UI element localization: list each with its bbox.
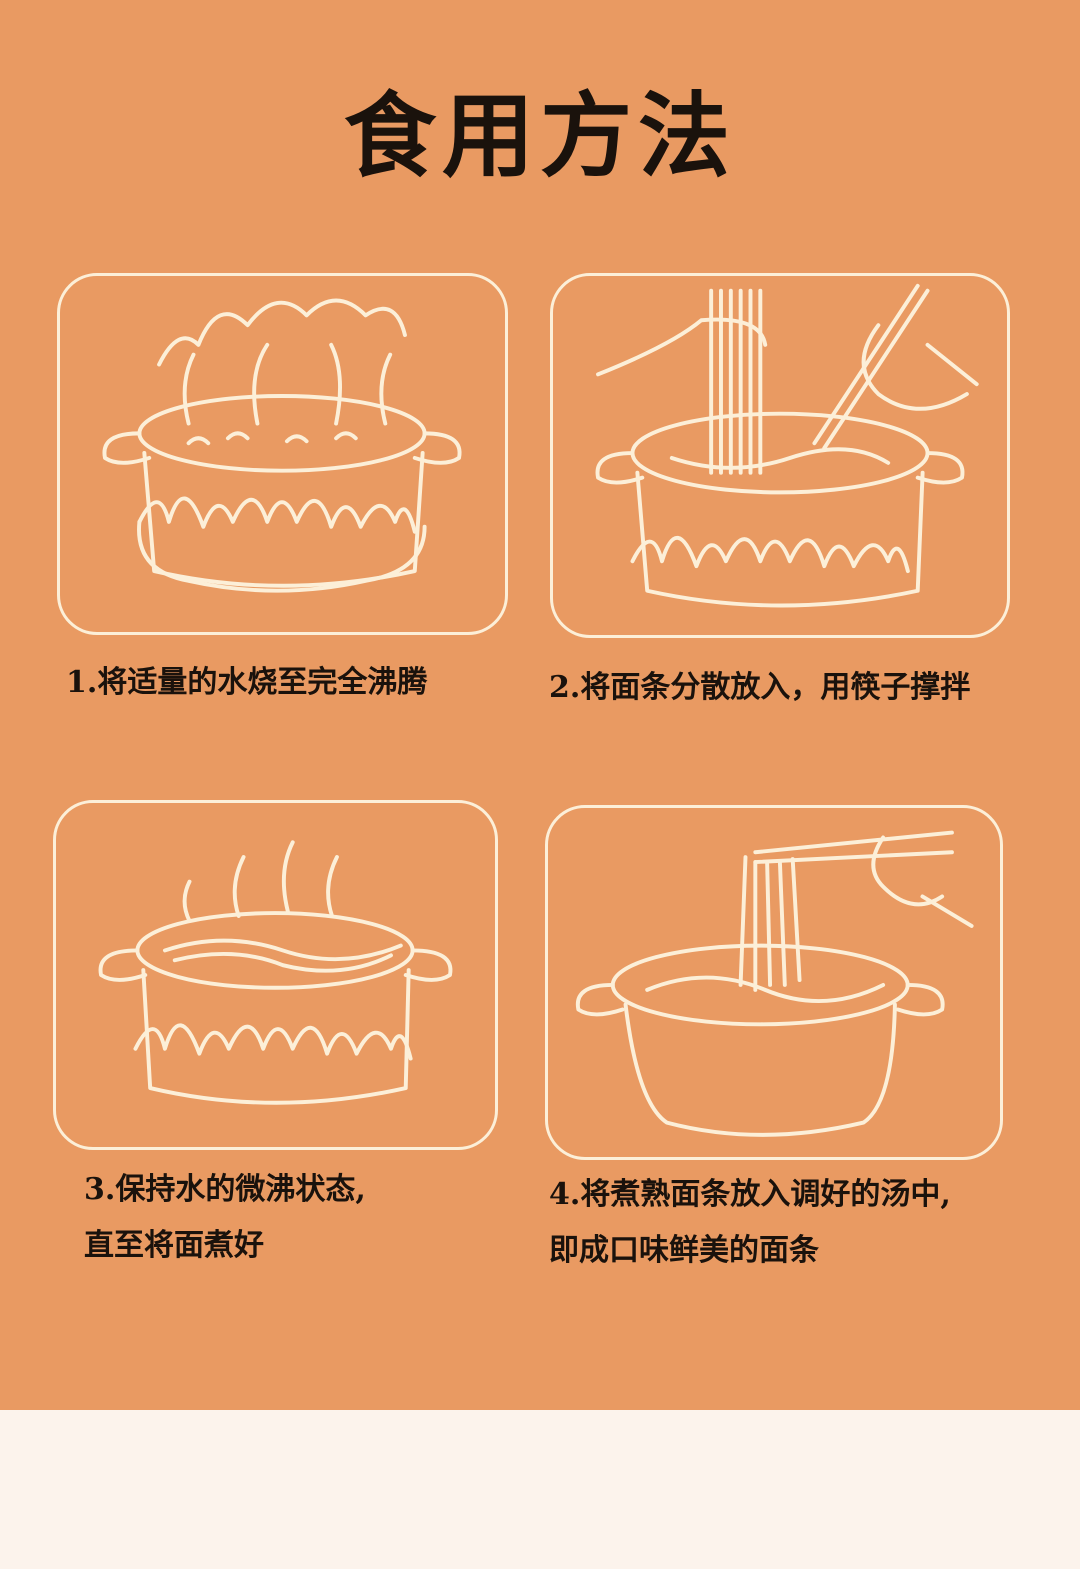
step-3-caption-line-1: 3.保持水的微沸状态, [84,1172,366,1207]
footer-area [0,1410,1080,1569]
step-2-illustration [550,273,1010,638]
step-1-illustration [57,273,508,635]
page-title: 食用方法 [343,82,736,190]
step-2-caption: 2.将面条分散放入，用筷子撑拌 [549,670,971,705]
step-1-caption: 1.将适量的水烧至完全沸腾 [66,665,428,700]
noodles-into-pot-icon [595,283,979,608]
instructions-poster: 食用方法 1.将适量的水烧至完全沸腾 2.将面 [0,0,1080,1410]
step-4-caption-line-2: 即成口味鲜美的面条 [549,1233,819,1268]
simmering-pot-icon [98,840,453,1105]
step-4-caption-line-1: 4.将煮熟面条放入调好的汤中, [549,1177,951,1212]
step-3-caption-line-2: 直至将面煮好 [84,1228,264,1263]
step-3-illustration [53,800,498,1150]
boiling-pot-icon [102,298,462,593]
lifting-noodles-icon [575,830,974,1137]
step-4-illustration [545,805,1003,1160]
